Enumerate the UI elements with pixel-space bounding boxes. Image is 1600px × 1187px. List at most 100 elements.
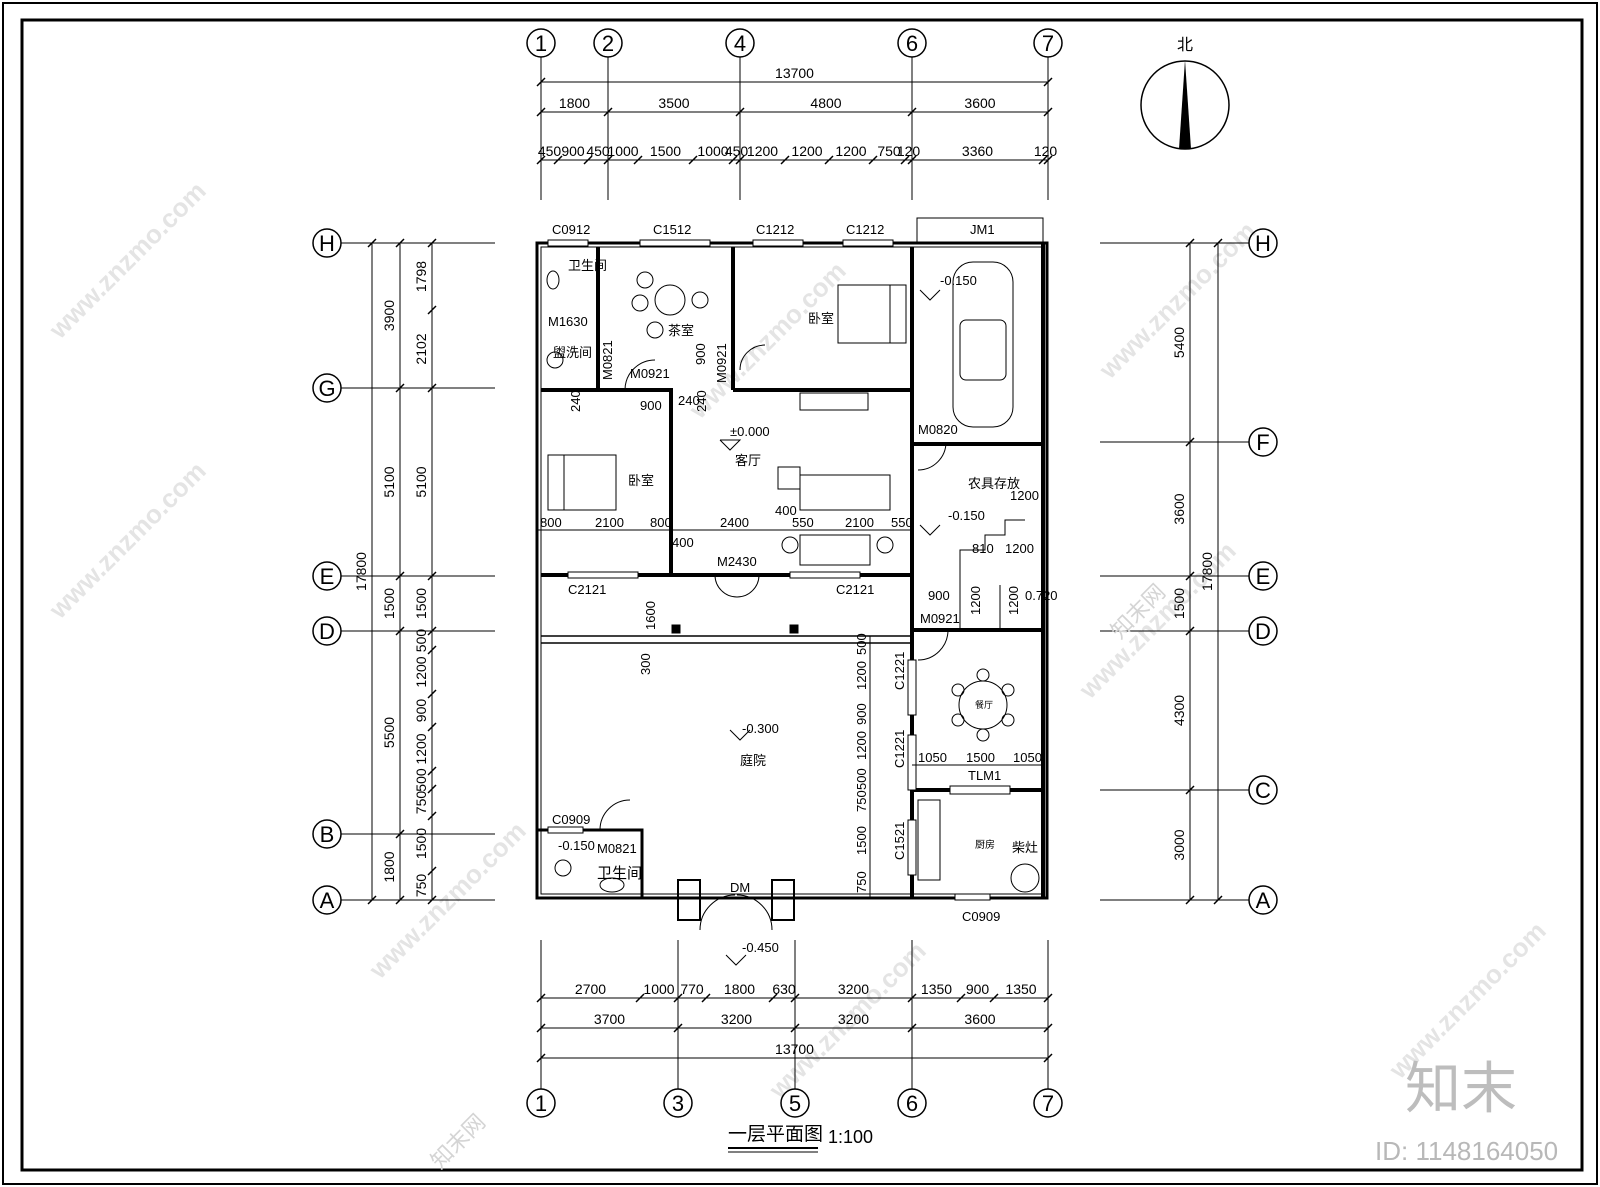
svg-text:C0909: C0909 <box>962 909 1000 924</box>
dim-top-row2: 3360 <box>962 143 993 159</box>
axis-label-left: D <box>319 619 335 644</box>
axis-label-top: 6 <box>906 31 918 56</box>
dim-top-row2: 1200 <box>747 143 778 159</box>
plan-scale: 1:100 <box>828 1127 873 1147</box>
svg-text:M2430: M2430 <box>717 554 757 569</box>
axis-label-bottom: 5 <box>789 1091 801 1116</box>
inner-dimensions: 800 2100 800 2400 400 550 2100 550 900 9… <box>537 343 1043 898</box>
dim-right-outer: 5400 <box>1171 327 1187 358</box>
dim-bottom-row1: 2700 <box>575 981 606 997</box>
north-arrow: 北 <box>1140 36 1230 150</box>
dim-left-inner: 900 <box>413 699 429 723</box>
dim-left-total: 17800 <box>353 552 369 591</box>
svg-text:-0.300: -0.300 <box>742 721 779 736</box>
axis-label-right: E <box>1256 564 1271 589</box>
dim-right-outer: 1500 <box>1171 588 1187 619</box>
dim-top-row2: 120 <box>1034 143 1058 159</box>
dim-top-row2: 1000 <box>607 143 638 159</box>
svg-text:C1512: C1512 <box>653 222 691 237</box>
dim-top-row2: 1500 <box>650 143 681 159</box>
svg-text:500: 500 <box>854 633 869 655</box>
svg-text:C1521: C1521 <box>892 822 907 860</box>
plan-title: 一层平面图 <box>728 1124 823 1145</box>
svg-text:www.znzmo.com: www.znzmo.com <box>1072 536 1241 705</box>
window-marks <box>547 239 1011 901</box>
svg-text:2100: 2100 <box>845 515 874 530</box>
dim-top-total: 13700 <box>775 65 814 81</box>
svg-text:1050: 1050 <box>918 750 947 765</box>
dim-left-inner: 750 <box>413 791 429 815</box>
axis-label-left: G <box>318 376 335 401</box>
room-living: 客厅 <box>735 453 761 468</box>
dim-left-outer: 5500 <box>381 717 397 748</box>
svg-text:1050: 1050 <box>1013 750 1042 765</box>
svg-text:900: 900 <box>854 703 869 725</box>
svg-text:400: 400 <box>672 535 694 550</box>
axis-label-right: A <box>1256 888 1271 913</box>
north-label: 北 <box>1177 36 1193 54</box>
svg-text:JM1: JM1 <box>970 222 995 237</box>
axis-label-right: F <box>1256 430 1269 455</box>
dim-left-outer: 1800 <box>381 851 397 882</box>
svg-text:500: 500 <box>854 768 869 790</box>
drawing-frame <box>20 18 1584 1172</box>
svg-text:400: 400 <box>775 503 797 518</box>
stove-icon <box>1010 863 1040 893</box>
axis-label-top: 2 <box>602 31 614 56</box>
axis-label-bottom: 3 <box>672 1091 684 1116</box>
room-labels: 卫生间 盥洗间 茶室 卧室 卧室 客厅 农具存放 餐厅 厨房 柴灶 庭院 卫生间 <box>553 258 1038 882</box>
svg-text:300: 300 <box>638 653 653 675</box>
svg-text:www.znzmo.com: www.znzmo.com <box>1092 216 1261 385</box>
dim-left-inner: 1200 <box>413 733 429 764</box>
dim-right-outer: 3000 <box>1171 829 1187 860</box>
dim-right-outer: 4300 <box>1171 695 1187 726</box>
image-id: ID: 1148164050 <box>1375 1136 1558 1166</box>
axis-label-right: H <box>1255 231 1271 256</box>
svg-text:900: 900 <box>693 343 708 365</box>
axis-label-left: B <box>320 822 335 847</box>
svg-text:750: 750 <box>854 790 869 812</box>
dim-top-row2: 1000 <box>697 143 728 159</box>
svg-text:800: 800 <box>650 515 672 530</box>
svg-text:2100: 2100 <box>595 515 624 530</box>
svg-text:1200: 1200 <box>854 661 869 690</box>
svg-text:M0921: M0921 <box>920 611 960 626</box>
dim-top-row2: 450 <box>725 143 749 159</box>
furniture <box>546 261 1040 893</box>
axis-label-right: C <box>1255 778 1271 803</box>
opening-labels: C0912 C1512 C1212 C1212 JM1 M1630 M0821 … <box>548 222 1001 924</box>
dim-left-inner: 5100 <box>413 466 429 497</box>
axis-label-top: 7 <box>1042 31 1054 56</box>
dim-left-outer: 3900 <box>381 300 397 331</box>
dim-bottom-total: 13700 <box>775 1041 814 1057</box>
svg-text:C0909: C0909 <box>552 812 590 827</box>
svg-text:1600: 1600 <box>643 601 658 630</box>
watermark-layer: www.znzmo.com www.znzmo.com www.znzmo.co… <box>42 176 1551 1105</box>
axis-label-bottom: 7 <box>1042 1091 1054 1116</box>
dim-top-row2: 1200 <box>791 143 822 159</box>
room-storage: 农具存放 <box>968 476 1020 491</box>
svg-text:240: 240 <box>694 390 709 412</box>
dim-top-row2: 1200 <box>835 143 866 159</box>
axis-label-bottom: 6 <box>906 1091 918 1116</box>
svg-text:1200: 1200 <box>854 731 869 760</box>
svg-text:www.znzmo.com: www.znzmo.com <box>42 456 211 625</box>
svg-text:1500: 1500 <box>966 750 995 765</box>
svg-text:800: 800 <box>540 515 562 530</box>
room-wash: 盥洗间 <box>553 345 592 360</box>
svg-text:C1212: C1212 <box>756 222 794 237</box>
room-bed2: 卧室 <box>628 473 654 488</box>
room-tea: 茶室 <box>668 323 694 338</box>
dim-left-inner: 500 <box>413 768 429 792</box>
svg-text:TLM1: TLM1 <box>968 768 1001 783</box>
axis-label-left: H <box>319 231 335 256</box>
axis-label-top: 4 <box>734 31 746 56</box>
svg-text:M0821: M0821 <box>600 340 615 380</box>
svg-text:C1212: C1212 <box>846 222 884 237</box>
svg-text:750: 750 <box>854 871 869 893</box>
svg-text:2400: 2400 <box>720 515 749 530</box>
dim-top-row1: 4800 <box>810 95 841 111</box>
dim-left-inner: 1200 <box>413 656 429 687</box>
drawing-title: 一层平面图 1:100 <box>728 1124 873 1153</box>
